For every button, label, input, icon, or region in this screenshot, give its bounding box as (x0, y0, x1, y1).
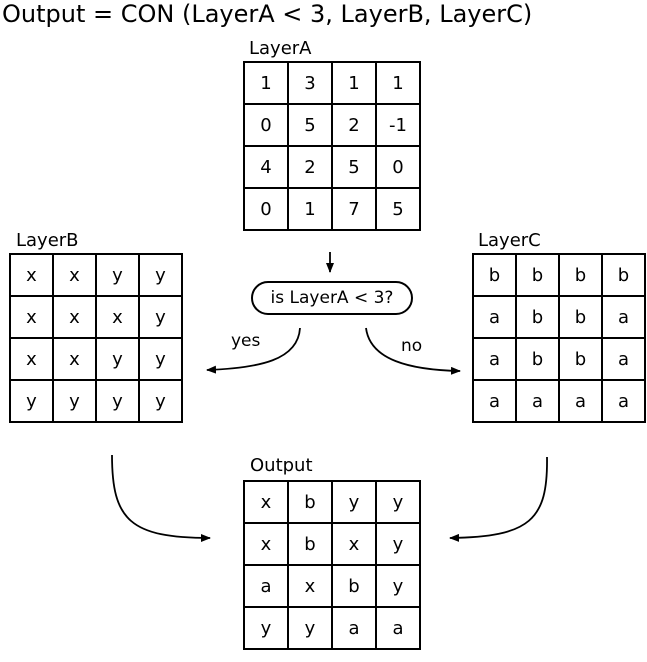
grid-cell: a (601, 295, 646, 339)
arrow-no-to-layer-c (365, 327, 461, 375)
grid-cell: b (331, 564, 377, 608)
layer-a-label: LayerA (249, 38, 312, 59)
grid-cell: b (472, 253, 517, 297)
grid-cell: b (515, 253, 560, 297)
grid-cell: b (601, 253, 646, 297)
grid-cell: b (287, 480, 333, 524)
decision-node: is LayerA < 3? (251, 281, 413, 315)
grid-cell: x (331, 522, 377, 566)
formula-title: Output = CON (LayerA < 3, LayerB, LayerC… (2, 0, 533, 28)
output-label: Output (250, 455, 313, 476)
grid-cell: x (9, 295, 54, 339)
yes-branch-label: yes (231, 331, 261, 351)
grid-cell: y (331, 480, 377, 524)
grid-cell: y (95, 253, 140, 297)
grid-cell: x (243, 480, 289, 524)
grid-cell: 2 (287, 145, 333, 189)
grid-cell: 5 (287, 103, 333, 147)
grid-cell: x (9, 337, 54, 381)
grid-cell: 1 (331, 61, 377, 105)
grid-cell: 0 (243, 103, 289, 147)
layer-b-label: LayerB (16, 230, 79, 251)
grid-cell: y (95, 337, 140, 381)
arrow-layer-c-to-output (449, 456, 548, 542)
grid-cell: y (95, 379, 140, 423)
grid-cell: b (558, 253, 603, 297)
grid-cell: x (52, 295, 97, 339)
arrow-layer-b-to-output (111, 454, 211, 542)
grid-cell: y (375, 480, 421, 524)
grid-cell: 0 (375, 145, 421, 189)
grid-cell: y (243, 606, 289, 650)
grid-cell: a (472, 379, 517, 423)
grid-cell: 7 (331, 187, 377, 231)
grid-cell: 3 (287, 61, 333, 105)
grid-cell: -1 (375, 103, 421, 147)
grid-cell: b (515, 337, 560, 381)
no-branch-label: no (401, 336, 423, 356)
grid-cell: x (243, 522, 289, 566)
grid-cell: a (558, 379, 603, 423)
grid-cell: y (138, 337, 183, 381)
grid-cell: b (558, 295, 603, 339)
grid-cell: y (52, 379, 97, 423)
grid-cell: 5 (331, 145, 377, 189)
grid-cell: a (472, 337, 517, 381)
grid-cell: b (558, 337, 603, 381)
grid-cell: y (375, 522, 421, 566)
grid-cell: a (601, 379, 646, 423)
grid-cell: 1 (243, 61, 289, 105)
layer-c-label: LayerC (478, 230, 541, 251)
grid-cell: a (515, 379, 560, 423)
grid-cell: 5 (375, 187, 421, 231)
grid-cell: 0 (243, 187, 289, 231)
grid-cell: b (515, 295, 560, 339)
grid-cell: x (52, 253, 97, 297)
grid-cell: y (375, 564, 421, 608)
grid-cell: x (52, 337, 97, 381)
decision-text: is LayerA < 3? (270, 288, 394, 308)
arrow-yes-to-layer-b (206, 327, 301, 374)
grid-cell: y (138, 253, 183, 297)
grid-cell: 1 (375, 61, 421, 105)
grid-cell: x (95, 295, 140, 339)
grid-cell: y (9, 379, 54, 423)
grid-cell: 2 (331, 103, 377, 147)
grid-cell: a (472, 295, 517, 339)
grid-cell: 4 (243, 145, 289, 189)
grid-cell: a (601, 337, 646, 381)
grid-cell: a (375, 606, 421, 650)
grid-cell: x (287, 564, 333, 608)
grid-cell: x (9, 253, 54, 297)
grid-cell: b (287, 522, 333, 566)
grid-cell: 1 (287, 187, 333, 231)
grid-cell: y (287, 606, 333, 650)
grid-cell: y (138, 295, 183, 339)
grid-cell: a (243, 564, 289, 608)
grid-cell: y (138, 379, 183, 423)
grid-cell: a (331, 606, 377, 650)
